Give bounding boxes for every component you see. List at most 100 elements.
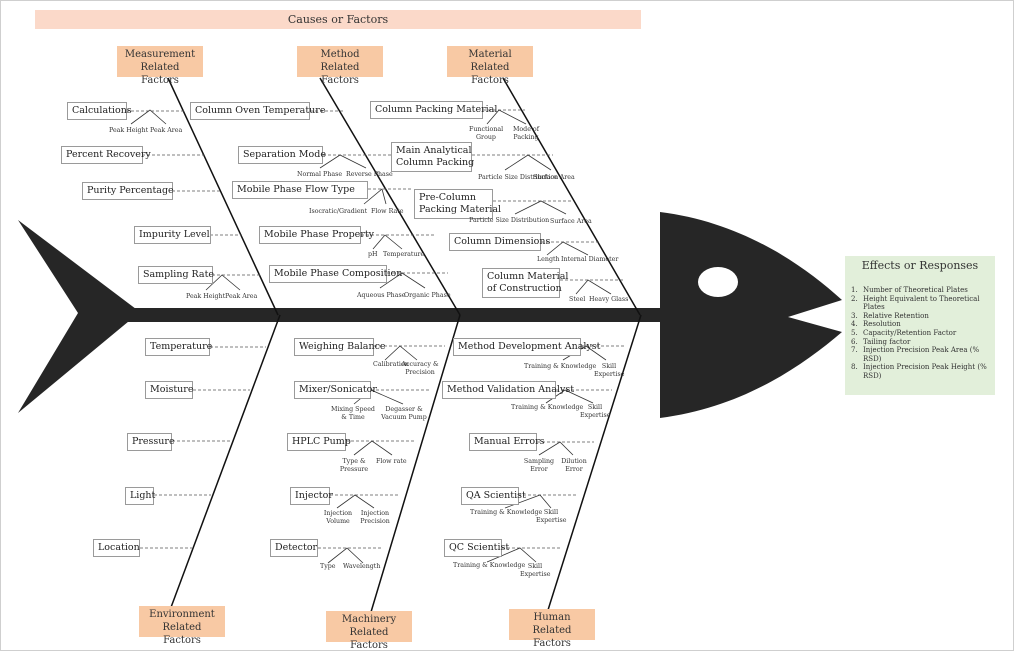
effect-item: 7.Injection Precision Peak Area (% RSD) [851,346,991,363]
sub-dilution-error: Dilution Error [561,458,587,473]
sub-mixing-speed-time: Mixing Speed & Time [331,406,375,421]
effect-item: 2. Height Equivalent to Theoretical Plate… [851,295,991,312]
sub-aqueous-phase: Aqueous Phase [357,292,406,299]
category-method: Method Related Factors [297,46,383,86]
category-human-title: Human [533,612,571,623]
factor-pre-column-line1: Pre-Column [419,192,477,203]
factor-mixer-sonicator: Mixer/Sonicator [294,381,377,399]
sub-isocratic-gradient: Isocratic/Gradient [309,208,368,215]
sub-temperature: Temperature [383,251,425,258]
category-environment: Environment Related Factors [139,606,225,646]
effect-text: Capacity/Retention Factor [863,328,957,337]
effects-list: 1. Number of Theoretical Plates 2. Height … [851,286,991,381]
sub-normal-phase: Normal Phase [297,171,343,178]
category-material-subtitle: Related Factors [470,62,510,86]
sub-mva-skill: Skill Expertise [580,404,611,419]
factor-main-analytical-line1: Main Analytical [396,145,472,156]
effect-num: 4. [851,320,858,329]
effect-text: Relative Retention [863,311,929,320]
factor-impurity-level: Impurity Level [134,226,211,244]
sub-injection-volume: Injection Volume [323,510,353,525]
factor-light: Light [125,487,155,505]
effect-text: Height Equivalent to Theoretical Plates [863,294,980,312]
sub-sampling-error: Sampling Error [523,458,555,473]
factor-location: Location [93,539,140,557]
factor-temperature: Temperature [145,338,212,356]
category-machinery: Machinery Related Factors [326,611,412,651]
effect-item: 6.Tailing factor [851,338,991,347]
category-measurement: Measurement Related Factors [117,46,203,86]
factor-main-analytical-line2: Column Packing [396,157,475,168]
factor-hplc-pump: HPLC Pump [287,433,351,451]
sub-sampling-peak-area: Peak Area [225,293,258,300]
category-environment-title: Environment [149,609,215,620]
factor-column-oven-temperature: Column Oven Temperature [190,102,325,120]
sub-accuracy-precision: Accuracy & Precision [401,361,439,376]
category-machinery-title: Machinery [341,614,397,625]
category-machinery-subtitle: Related Factors [349,627,389,651]
category-human-subtitle: Related Factors [532,625,572,649]
effect-text: Injection Precision Peak Height (% RSD) [863,363,987,380]
factor-mobile-phase-property: Mobile Phase Property [259,226,374,244]
effect-item: 8.Injection Precision Peak Height (% RSD… [851,363,991,380]
sub-type-pressure: Type & Pressure [339,458,369,473]
category-measurement-title: Measurement [124,49,196,60]
factor-pressure: Pressure [127,433,175,451]
factor-sampling-rate: Sampling Rate [138,266,214,284]
factor-mobile-phase-flow-type: Mobile Phase Flow Type [232,181,368,199]
fish-spine [78,308,670,322]
category-environment-subtitle: Related Factors [162,622,202,646]
factor-manual-errors: Manual Errors [469,433,545,451]
factor-detector: Detector [270,539,318,557]
effect-item: 3. Relative Retention [851,312,991,321]
factor-column-dimensions: Column Dimensions [449,233,550,251]
sub-mda-skill: Skill Expertise [594,363,625,378]
effect-num: 7. [851,346,858,355]
sub-degasser-vacuum-pump: Degasser & Vacuum Pump [381,406,427,421]
factor-calculations: Calculations [67,102,132,120]
factor-qc-scientist: QC Scientist [444,539,509,557]
sub-organic-phase: Organic Phase [404,292,451,299]
factor-injector: Injector [290,487,333,505]
factor-main-analytical-column-packing: Main Analytical Column Packing [391,142,475,172]
effects-title: Effects or Responses [861,259,979,272]
sub-mode-of-packing: Mode of Packing [512,126,540,141]
sub-wavelength: Wavelength [343,563,381,570]
factor-qa-scientist: QA Scientist [461,487,526,505]
fish-head [660,212,842,418]
category-measurement-subtitle: Related Factors [140,62,180,86]
factor-column-packing-material: Column Packing Material [370,101,497,119]
factor-column-material-line2: of Construction [487,283,562,294]
sub-flow-rate-pump: Flow rate [376,458,407,465]
effect-num: 2. [851,294,858,303]
category-method-title: Method [320,49,360,60]
sub-pre-particle-size: Particle Size Distribution [469,217,550,224]
sub-calc-peak-area: Peak Area [150,127,183,134]
effect-item: 4. Resolution [851,320,991,329]
category-human: Human Related Factors [509,609,595,649]
sub-steel: Steel [569,296,586,303]
category-method-subtitle: Related Factors [320,62,360,86]
sub-injection-precision: Injection Precision [360,510,390,525]
factor-mobile-phase-composition: Mobile Phase Composition [269,265,402,283]
sub-internal-diameter: Internal Diameter [561,256,619,263]
effect-num: 1. [851,286,858,294]
effect-num: 5. [851,328,858,337]
effect-text: Resolution [863,320,901,329]
factor-weighing-balance: Weighing Balance [294,338,386,356]
sub-detector-type: Type [320,563,336,570]
fish-eye [698,267,738,297]
factor-percent-recovery: Percent Recovery [61,146,151,164]
sub-flow-rate: Flow Rate [371,208,404,215]
category-material-title: Material [468,49,512,60]
sub-qc-training: Training & Knowledge [453,562,526,569]
effect-text: Number of Theoretical Plates [863,286,968,294]
effect-num: 6. [851,337,858,346]
sub-heavy-glass: Heavy Glass [589,296,629,303]
sub-sampling-peak-height: Peak Height [186,293,226,300]
sub-pre-surface-area: Surface Area [550,218,592,225]
factor-column-material-line1: Column Material [487,271,569,282]
effect-num: 3. [851,311,858,320]
sub-ph: pH [368,251,378,258]
effects-panel: Effects or Responses 1. Number of Theoret… [845,256,995,395]
